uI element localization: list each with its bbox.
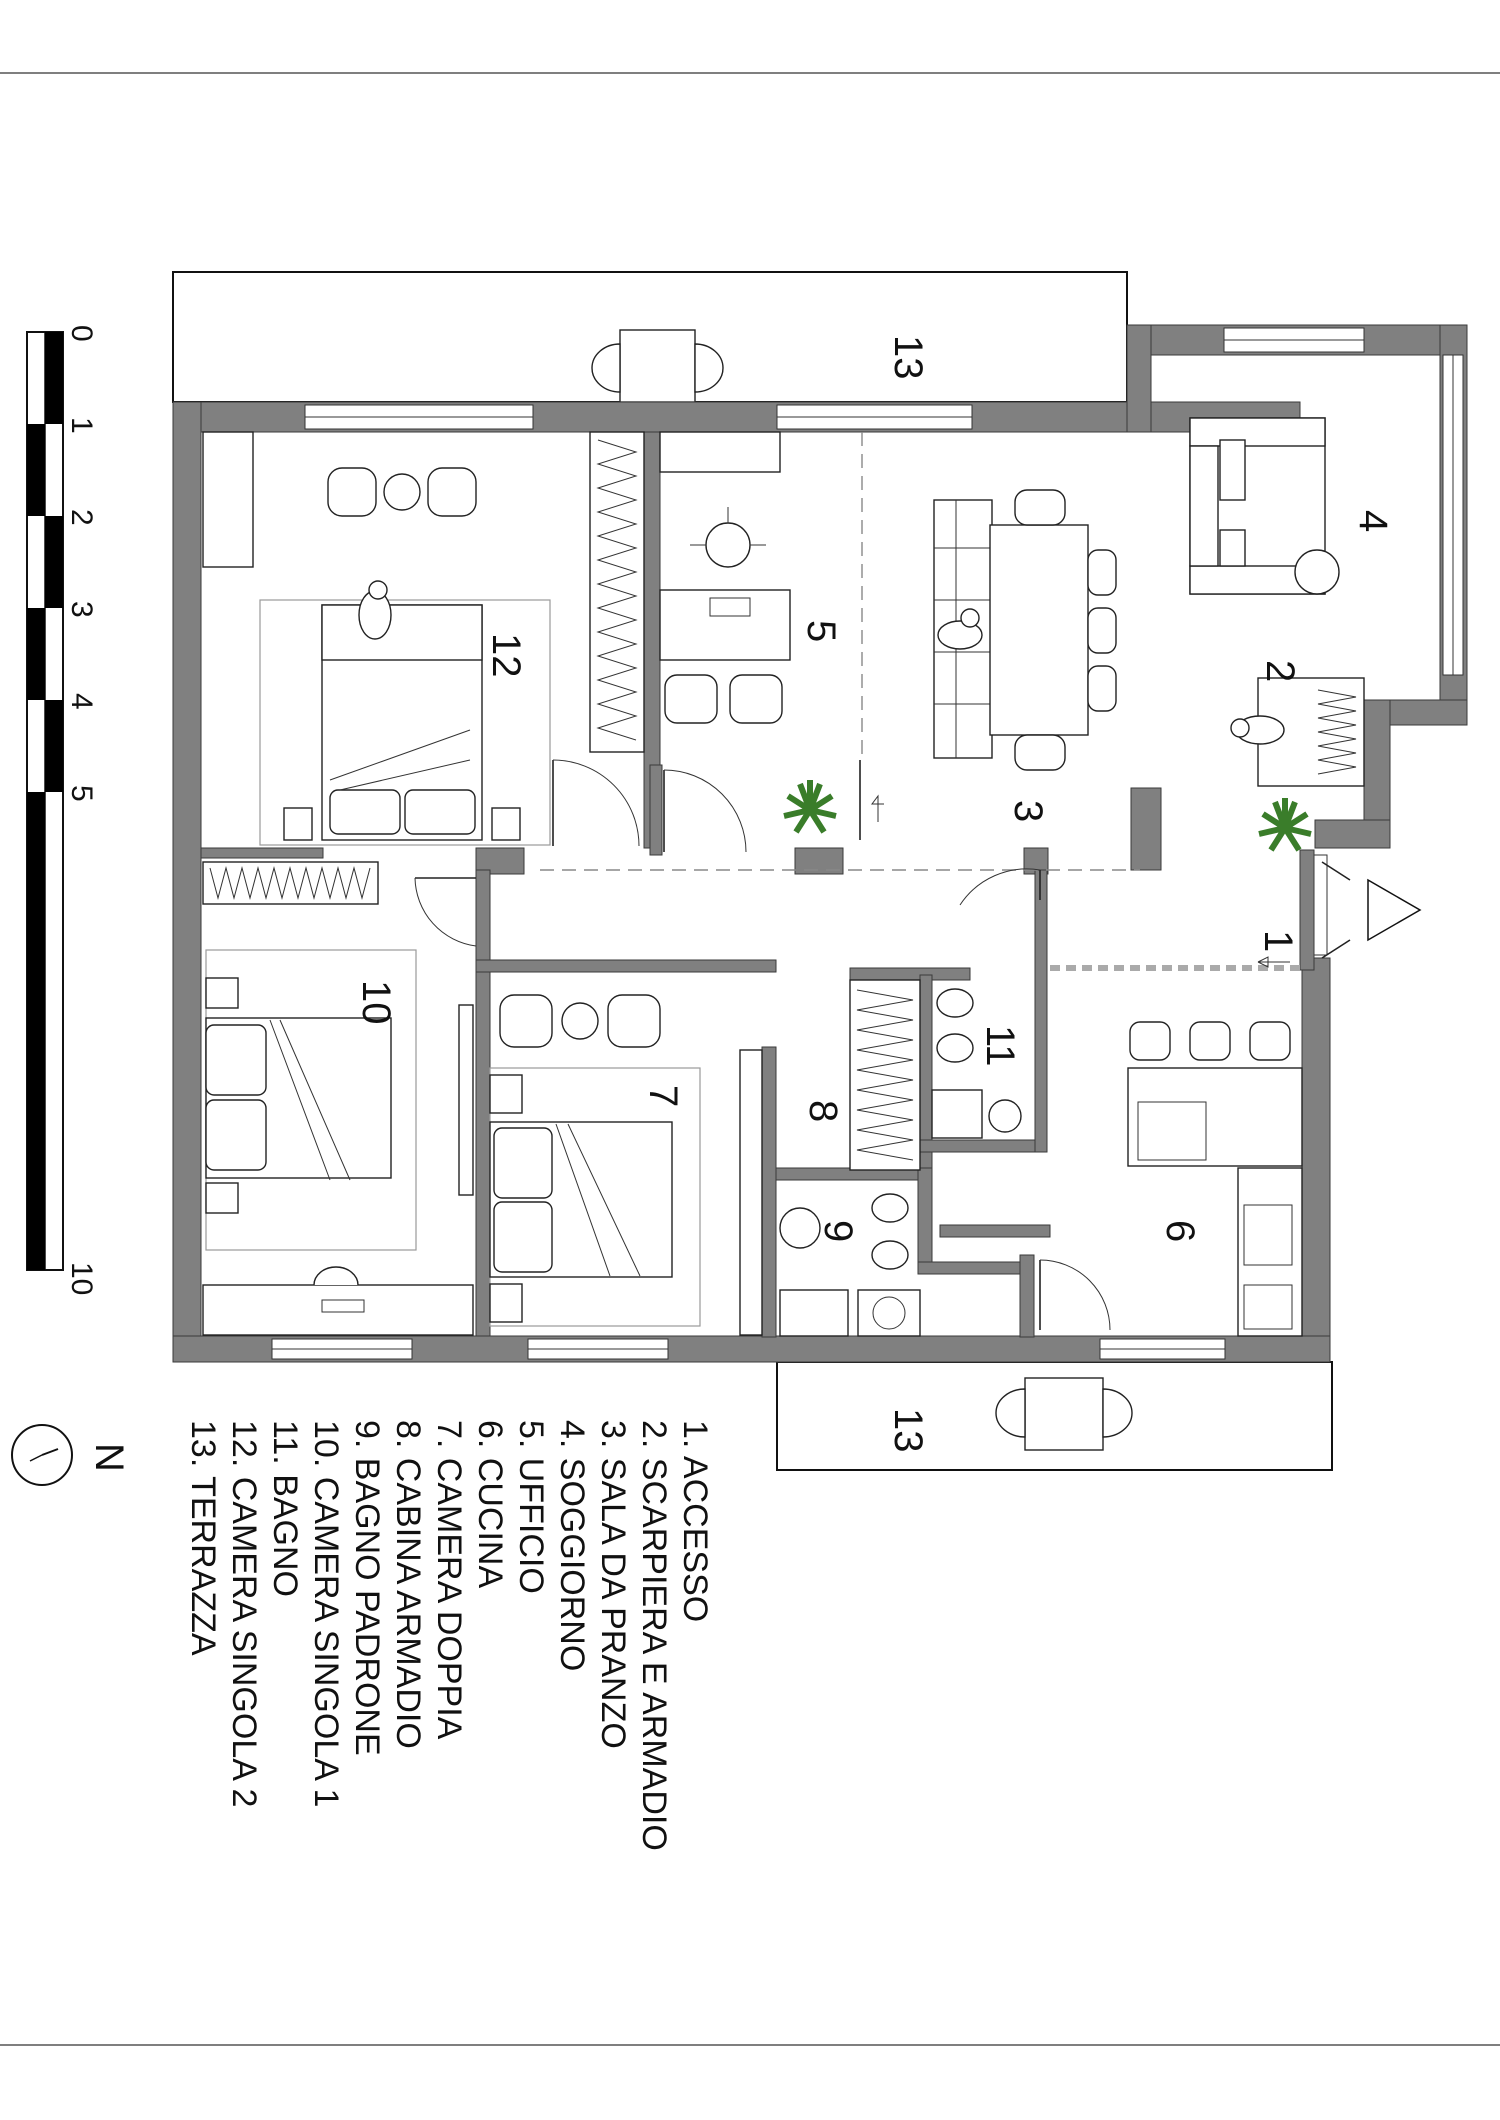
- shoe-cabinet-zigzag: [1317, 689, 1357, 775]
- legend-item-9: 9. BAGNO PADRONE: [348, 1420, 386, 1756]
- room-label-7: 7: [641, 1085, 685, 1107]
- legend-item-11: 11. BAGNO: [266, 1420, 304, 1597]
- room-label-10: 10: [354, 980, 398, 1025]
- kitchen-stools: [1129, 1021, 1291, 1061]
- room-label-3: 3: [1006, 800, 1050, 822]
- room-label-13-south: 13: [886, 1408, 930, 1453]
- legend-item-3: 3. SALA DA PRANZO: [594, 1420, 632, 1749]
- legend-item-7: 7. CAMERA DOPPIA: [430, 1420, 468, 1740]
- nightstand: [283, 807, 313, 841]
- room-label-4: 4: [1351, 510, 1395, 532]
- bed-10: [205, 1017, 392, 1181]
- room-labels: 1 2 3 4 5 6 7 8 9 10 11 12 13 13: [354, 335, 1395, 1453]
- nightstand: [205, 977, 239, 1009]
- nightstand: [489, 1283, 523, 1323]
- legend-item-8: 8. CABINA ARMADIO: [389, 1420, 427, 1749]
- person-figure-12: [358, 580, 392, 640]
- dining-table: [989, 489, 1117, 771]
- bed-7: [489, 1121, 673, 1278]
- legend-item-2: 2. SCARPIERA E ARMADIO: [635, 1420, 673, 1851]
- windows: [271, 327, 1464, 1360]
- wardrobe-zigzag: [596, 439, 638, 741]
- room-label-1: 1: [1256, 930, 1300, 952]
- north-label: N: [87, 1443, 131, 1472]
- wardrobe-12: [589, 431, 645, 753]
- doors: [414, 759, 1422, 1331]
- desk-12: [202, 431, 254, 568]
- room-label-12: 12: [484, 633, 528, 678]
- armchairs-12: [327, 467, 477, 517]
- bathroom-9-fixtures: [779, 1193, 921, 1337]
- kitchen-counter: [1237, 1167, 1303, 1337]
- graphic-scale: 0 1 2 3 4 5 10: [26, 325, 98, 1295]
- desk-10: [202, 1284, 474, 1336]
- legend-item-1: 1. ACCESSO: [676, 1420, 714, 1622]
- office-desk: [659, 589, 791, 661]
- scale-tick-2: 2: [65, 509, 98, 526]
- legend-item-5: 5. UFFICIO: [512, 1420, 550, 1594]
- scale-tick-10: 10: [65, 1262, 98, 1295]
- legend-item-4: 4. SOGGIORNO: [553, 1420, 591, 1671]
- room-label-8: 8: [801, 1100, 845, 1122]
- office-shelf: [659, 431, 781, 473]
- nightstand: [205, 1182, 239, 1214]
- fridge-icon: [1243, 1284, 1293, 1330]
- office-armchair: [664, 674, 718, 724]
- sink-icon: [1243, 1204, 1293, 1266]
- legend-item-12: 12. CAMERA SINGOLA 2: [225, 1420, 263, 1807]
- office-chair: [690, 507, 766, 568]
- terrace-table-south: [995, 1377, 1133, 1451]
- wardrobe-zigzag: [856, 989, 914, 1161]
- plant-icon: [783, 780, 837, 834]
- scale-tick-1: 1: [65, 417, 98, 434]
- interior-walls: [200, 431, 1315, 1338]
- terrace-table-north: [591, 329, 724, 403]
- wardrobe-7: [739, 1049, 763, 1336]
- legend-item-13: 13. TERRAZZA: [184, 1420, 222, 1656]
- legend-item-6: 6. CUCINA: [471, 1420, 509, 1588]
- scale-tick-3: 3: [65, 601, 98, 618]
- room-label-2: 2: [1258, 660, 1302, 682]
- nightstand: [489, 1074, 523, 1114]
- office-armchair: [729, 674, 783, 724]
- plant-icon: [1258, 798, 1312, 852]
- nightstand: [491, 807, 521, 841]
- entry-person-figure: [1230, 715, 1285, 745]
- scale-tick-5: 5: [65, 785, 98, 802]
- kitchen-island: [1127, 1067, 1303, 1167]
- bathroom-11-fixtures: [931, 988, 1022, 1139]
- wardrobe-zigzag: [209, 866, 371, 900]
- desk-chair-10: [313, 1266, 359, 1286]
- wall-cabinet-7: [458, 1004, 474, 1196]
- rug-12: [259, 599, 551, 846]
- room-label-6: 6: [1158, 1220, 1202, 1242]
- room-label-11: 11: [978, 1025, 1022, 1067]
- room-label-9: 9: [816, 1220, 860, 1242]
- armchairs-7: [499, 994, 661, 1048]
- scale-tick-0: 0: [65, 325, 98, 342]
- legend: 1. ACCESSO 2. SCARPIERA E ARMADIO 3. SAL…: [184, 1420, 714, 1851]
- dining-person-figure: [937, 608, 983, 650]
- bed-12: [321, 604, 483, 841]
- room-label-13-north: 13: [886, 335, 930, 380]
- keyboard-icon: [321, 1299, 365, 1313]
- north-arrow: N: [11, 1424, 131, 1486]
- living-sofa: [1189, 417, 1340, 595]
- cooktop-icon: [1137, 1101, 1207, 1161]
- scale-tick-4: 4: [65, 693, 98, 710]
- legend-item-10: 10. CAMERA SINGOLA 1: [307, 1420, 345, 1807]
- keyboard-icon: [709, 597, 751, 617]
- room-label-5: 5: [799, 620, 843, 642]
